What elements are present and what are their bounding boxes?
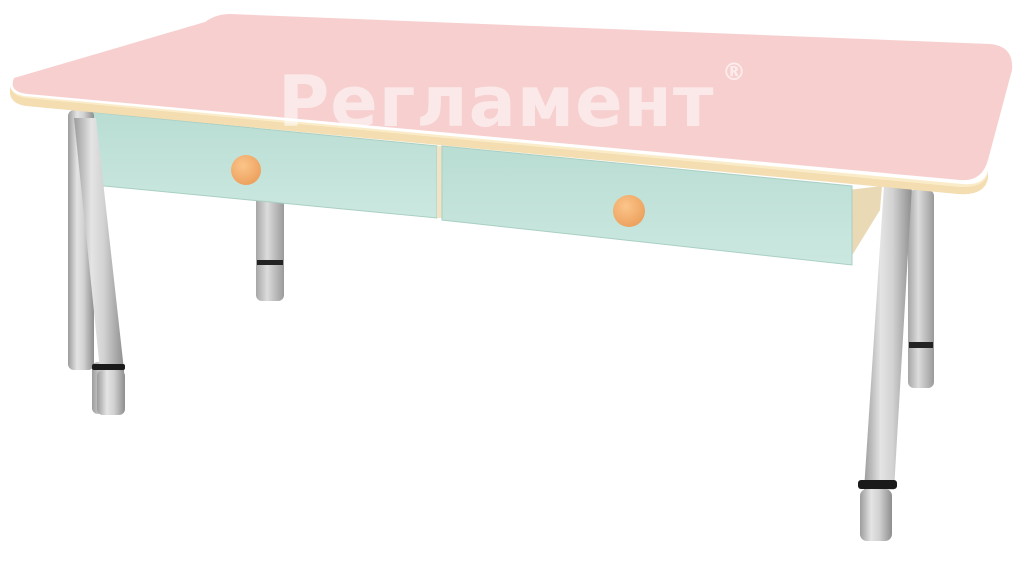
watermark-logo: Регламент bbox=[278, 61, 715, 143]
registered-trademark-mark: ® bbox=[722, 58, 746, 86]
front-right-leg bbox=[858, 185, 912, 541]
tabletop bbox=[12, 14, 1013, 181]
tabletop-edge bbox=[10, 86, 988, 193]
drawer-divider bbox=[437, 146, 442, 218]
table-frame-side bbox=[848, 186, 882, 262]
right-drawer-knob bbox=[613, 195, 645, 227]
left-drawer-knob bbox=[231, 155, 261, 185]
back-left-leg bbox=[256, 195, 284, 301]
front-left-leg bbox=[68, 110, 125, 415]
back-right-leg bbox=[908, 190, 934, 388]
right-drawer bbox=[441, 145, 853, 266]
